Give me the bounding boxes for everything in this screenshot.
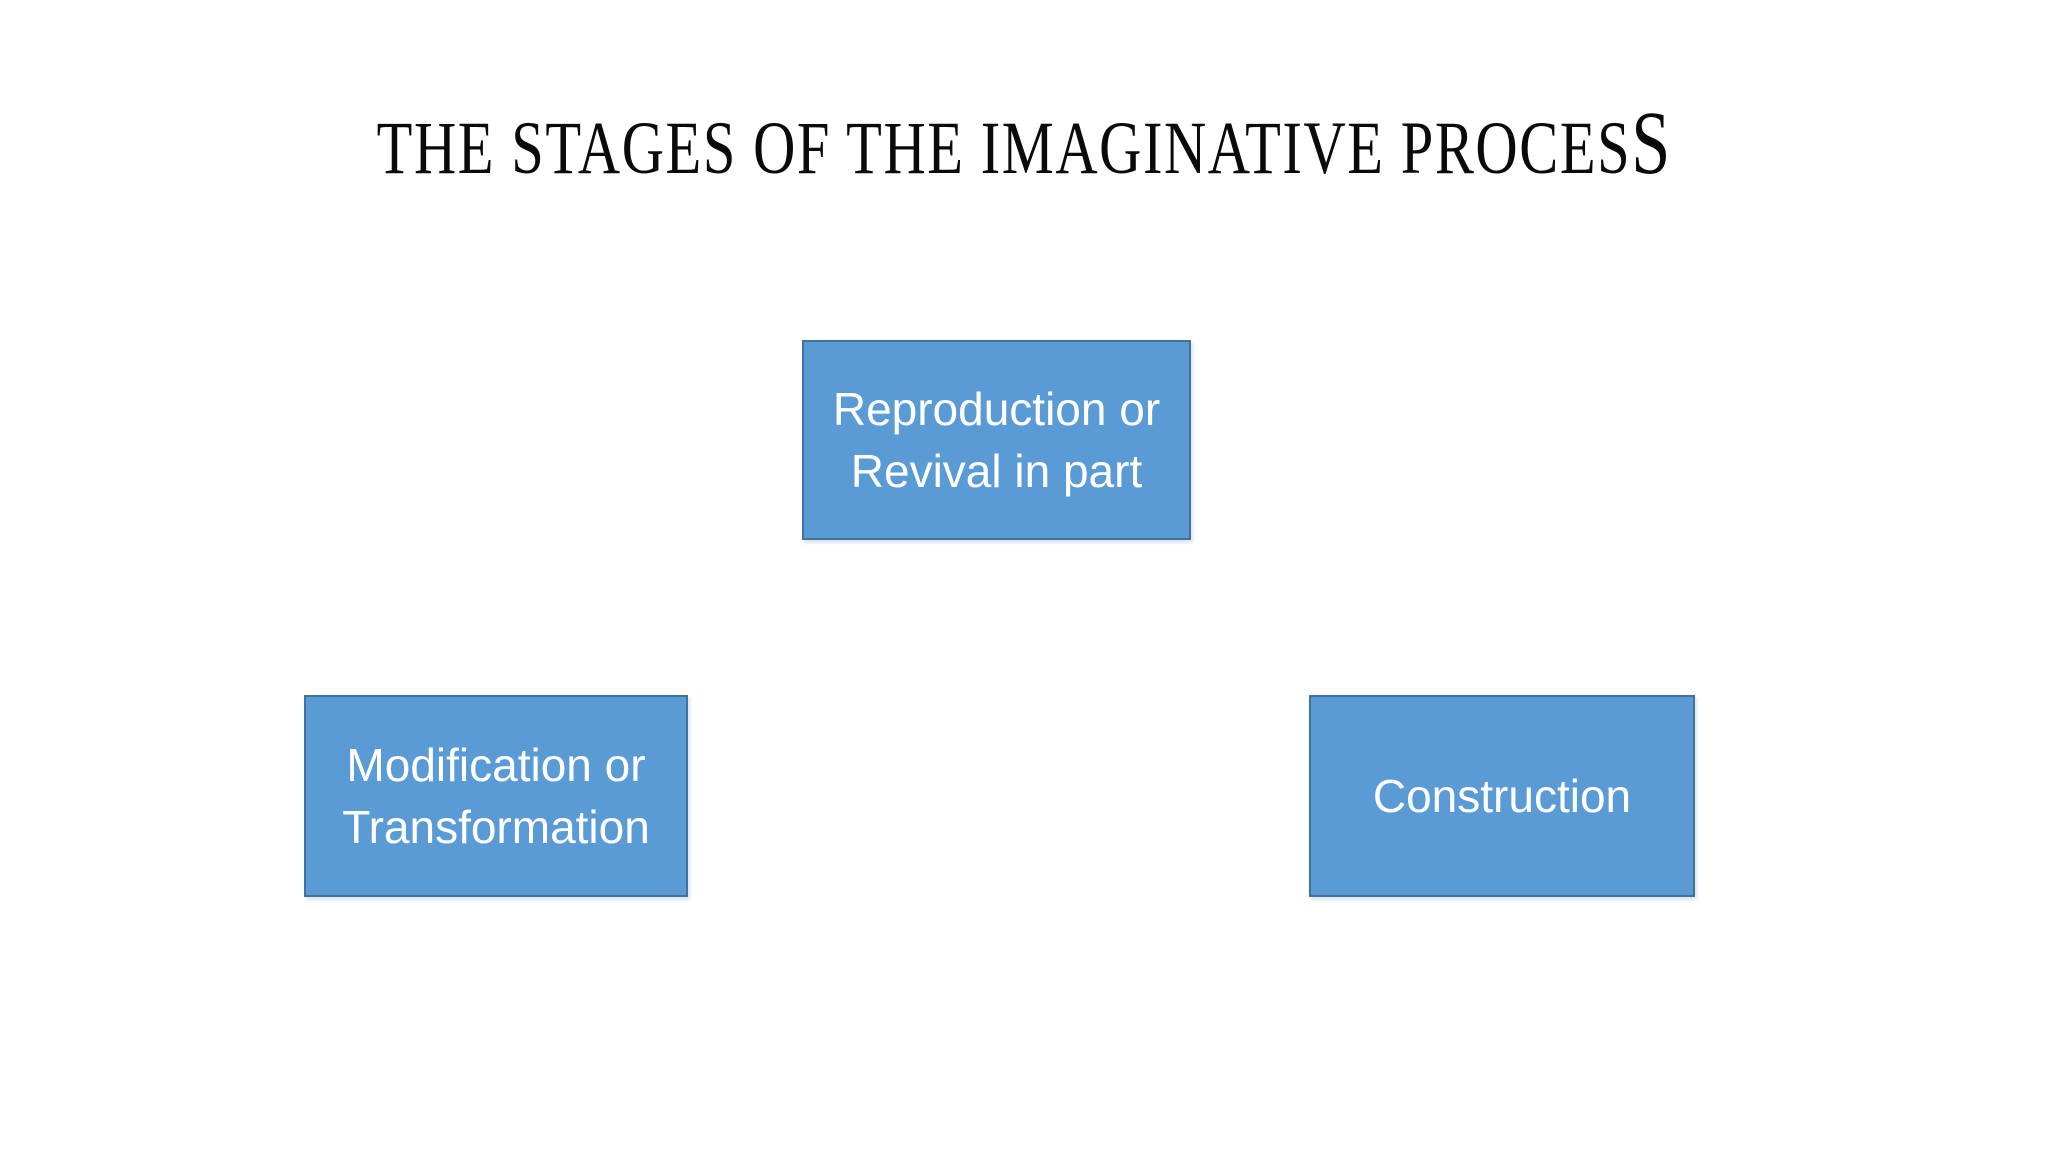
slide-title-leading: THE STAGES OF THE IMAGINATIVE PROCES xyxy=(376,107,1631,190)
slide-title-final-capital: S xyxy=(1630,94,1672,193)
stage-box-construction-line1: Construction xyxy=(1372,770,1632,822)
slide-title: THE STAGES OF THE IMAGINATIVE PROCESS xyxy=(0,92,2048,196)
stage-box-modification-or-transformation: Modification or Transformation xyxy=(304,695,688,897)
slide-title-text: THE STAGES OF THE IMAGINATIVE PROCESS xyxy=(376,92,1671,196)
stage-box-modification-line2: Transformation xyxy=(342,801,650,853)
stage-box-modification-line1: Modification or xyxy=(346,739,646,791)
stage-box-reproduction-line2: Revival in part xyxy=(850,445,1143,497)
stage-box-construction: Construction xyxy=(1309,695,1695,897)
stage-box-reproduction-line1: Reproduction or xyxy=(832,383,1161,435)
stage-box-reproduction-or-revival: Reproduction or Revival in part xyxy=(802,340,1191,540)
